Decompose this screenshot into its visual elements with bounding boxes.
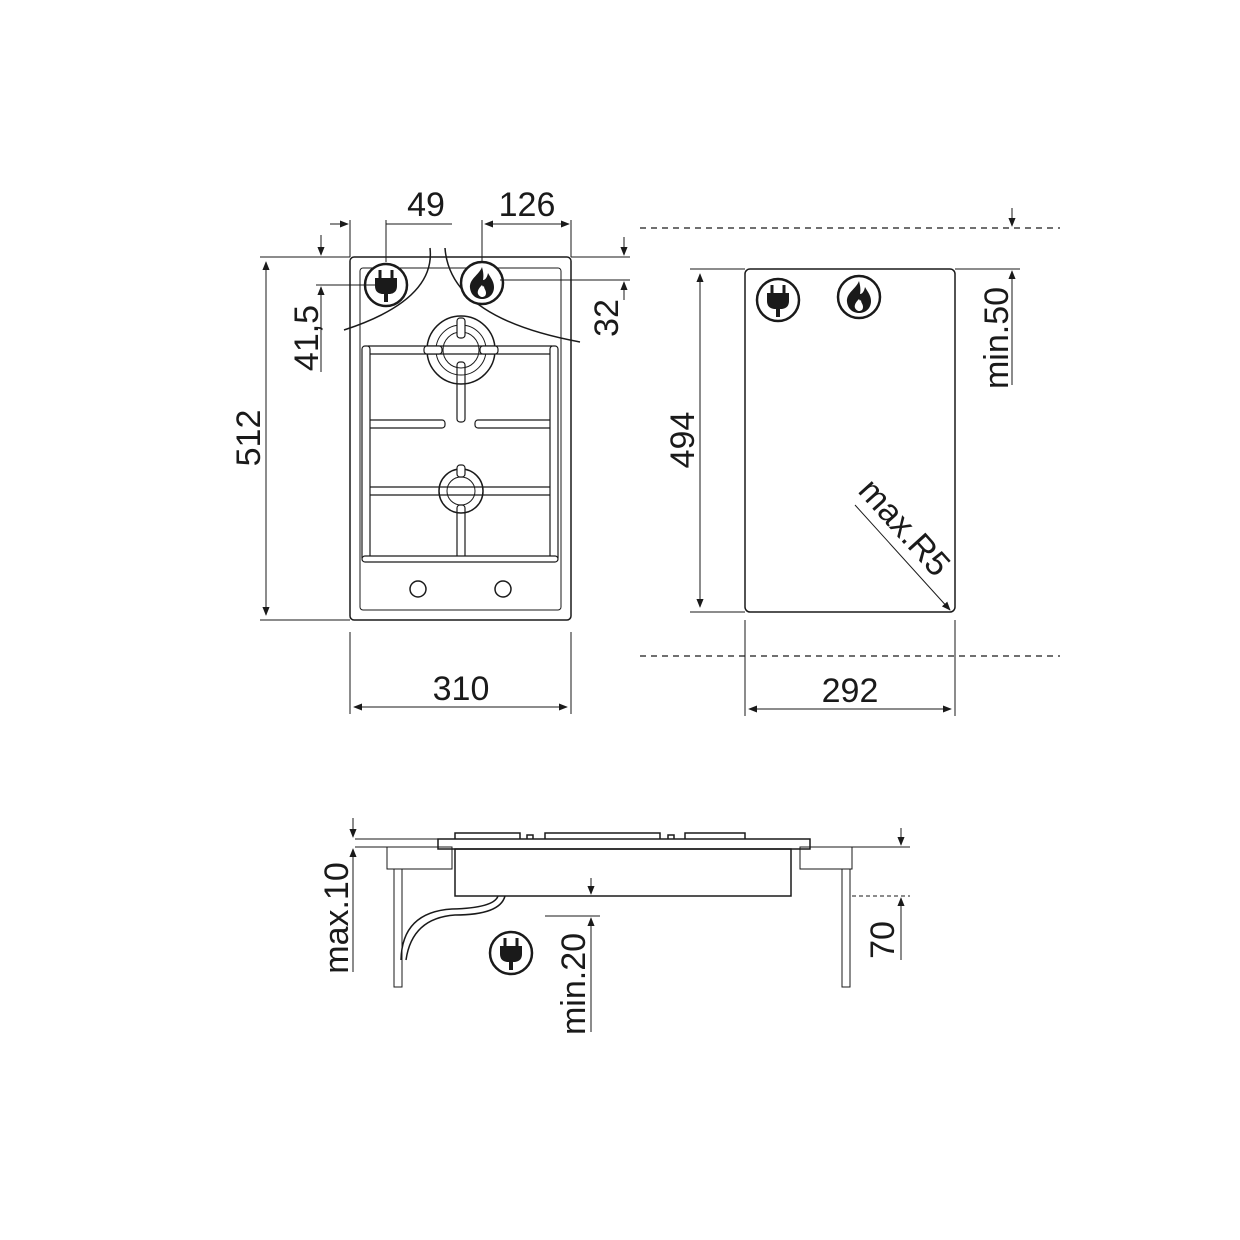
dim-gas-right-offset: 126 bbox=[499, 186, 556, 224]
burner-large bbox=[423, 315, 499, 385]
gas-pipe-curve bbox=[444, 247, 581, 343]
electric-cable-curve bbox=[343, 247, 432, 331]
pan-support-grate bbox=[361, 345, 559, 563]
hob-outline bbox=[349, 256, 572, 621]
gas-flame-icon bbox=[459, 260, 505, 306]
dim-hob-height: 512 bbox=[230, 410, 268, 467]
control-knob-left bbox=[409, 580, 427, 598]
cabinet-wall-right bbox=[841, 868, 851, 988]
power-cable bbox=[405, 895, 506, 961]
worktop-left bbox=[386, 846, 453, 870]
dim-cutout-height: 494 bbox=[664, 412, 702, 469]
side-view: max.10 70 min.20 bbox=[318, 818, 910, 1035]
dim-plug-offset: 41,5 bbox=[288, 305, 326, 371]
dim-corner-radius: max.R5 bbox=[851, 471, 958, 583]
hob-body bbox=[454, 848, 792, 897]
worktop-right bbox=[799, 846, 853, 870]
cutout-view: 494 min.50 max.R5 292 bbox=[640, 208, 1060, 716]
plug-icon bbox=[755, 277, 801, 323]
dim-cutout-width: 292 bbox=[822, 672, 879, 710]
grate-profile bbox=[454, 832, 746, 839]
dim-back-clearance: min.50 bbox=[978, 287, 1016, 389]
hob-top-plate bbox=[437, 838, 811, 850]
dim-hob-width: 310 bbox=[433, 670, 490, 708]
hob-top-view: 512 41,5 49 126 32 310 bbox=[230, 186, 630, 714]
cutout-outline bbox=[744, 268, 956, 613]
dim-plug-left-offset: 49 bbox=[407, 186, 445, 224]
cabinet-wall-left bbox=[393, 868, 403, 988]
dim-bottom-clearance: min.20 bbox=[555, 933, 593, 1035]
plug-icon bbox=[488, 930, 534, 976]
control-knob-right bbox=[494, 580, 512, 598]
gas-flame-icon bbox=[836, 274, 882, 320]
dim-top-protrusion: max.10 bbox=[318, 862, 356, 974]
burner-small bbox=[438, 464, 484, 514]
dim-installation-depth: 70 bbox=[864, 921, 902, 959]
dim-gas-offset: 32 bbox=[588, 299, 626, 337]
hob-inner-edge bbox=[359, 267, 562, 611]
